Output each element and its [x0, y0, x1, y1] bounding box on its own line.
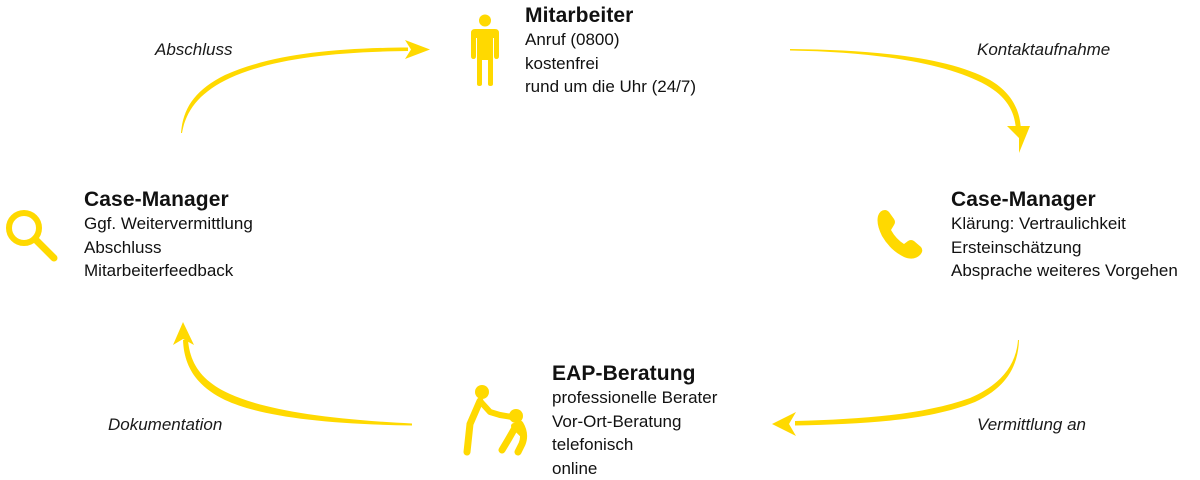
node-detail: Ersteinschätzung	[951, 237, 1082, 257]
node-title: EAP-Beratung	[552, 362, 696, 385]
node-eap-beratung: EAP-Beratung professionelle Berater Vor-…	[552, 362, 717, 480]
node-detail: Ggf. Weitervermittlung	[84, 214, 253, 233]
node-detail: Klärung: Vertraulichkeit	[951, 214, 1126, 233]
edge-label-dokumentation: Dokumentation	[108, 415, 223, 434]
magnifier-icon	[6, 210, 58, 262]
node-title: Mitarbeiter	[525, 4, 634, 27]
node-detail: Absprache weiteres Vorgehen	[951, 261, 1178, 280]
edge-label-kontaktaufnahme: Kontaktaufnahme	[977, 40, 1111, 59]
node-detail: professionelle Berater	[552, 388, 718, 407]
node-case-manager-right: Case-Manager Klärung: Vertraulichkeit Er…	[951, 188, 1178, 283]
node-title: Case-Manager	[951, 188, 1096, 211]
helping-person-icon	[463, 385, 528, 456]
arrow-vermittlung	[772, 340, 1019, 436]
arrow-kontaktaufnahme	[790, 49, 1030, 153]
node-detail: rund um die Uhr (24/7)	[525, 77, 697, 96]
node-case-manager-left: Case-Manager Ggf. Weitervermittlung Absc…	[84, 188, 253, 283]
node-detail: Anruf (0800)	[525, 30, 620, 49]
node-mitarbeiter: Mitarbeiter Anruf (0800) kostenfrei rund…	[525, 4, 696, 99]
node-detail: Vor-Ort-Beratung	[552, 411, 682, 431]
phone-icon	[877, 210, 923, 259]
arrow-abschluss	[181, 40, 430, 133]
person-standing-icon	[471, 14, 499, 86]
edge-label-abschluss: Abschluss	[155, 40, 233, 59]
node-detail: telefonisch	[552, 435, 634, 454]
node-detail: kostenfrei	[525, 53, 599, 73]
edge-label-vermittlung: Vermittlung an	[977, 415, 1086, 434]
node-detail: Abschluss	[84, 237, 162, 257]
node-detail: online	[552, 458, 598, 478]
node-title: Case-Manager	[84, 188, 229, 211]
node-detail: Mitarbeiterfeedback	[84, 261, 234, 280]
arrow-dokumentation	[173, 322, 412, 426]
